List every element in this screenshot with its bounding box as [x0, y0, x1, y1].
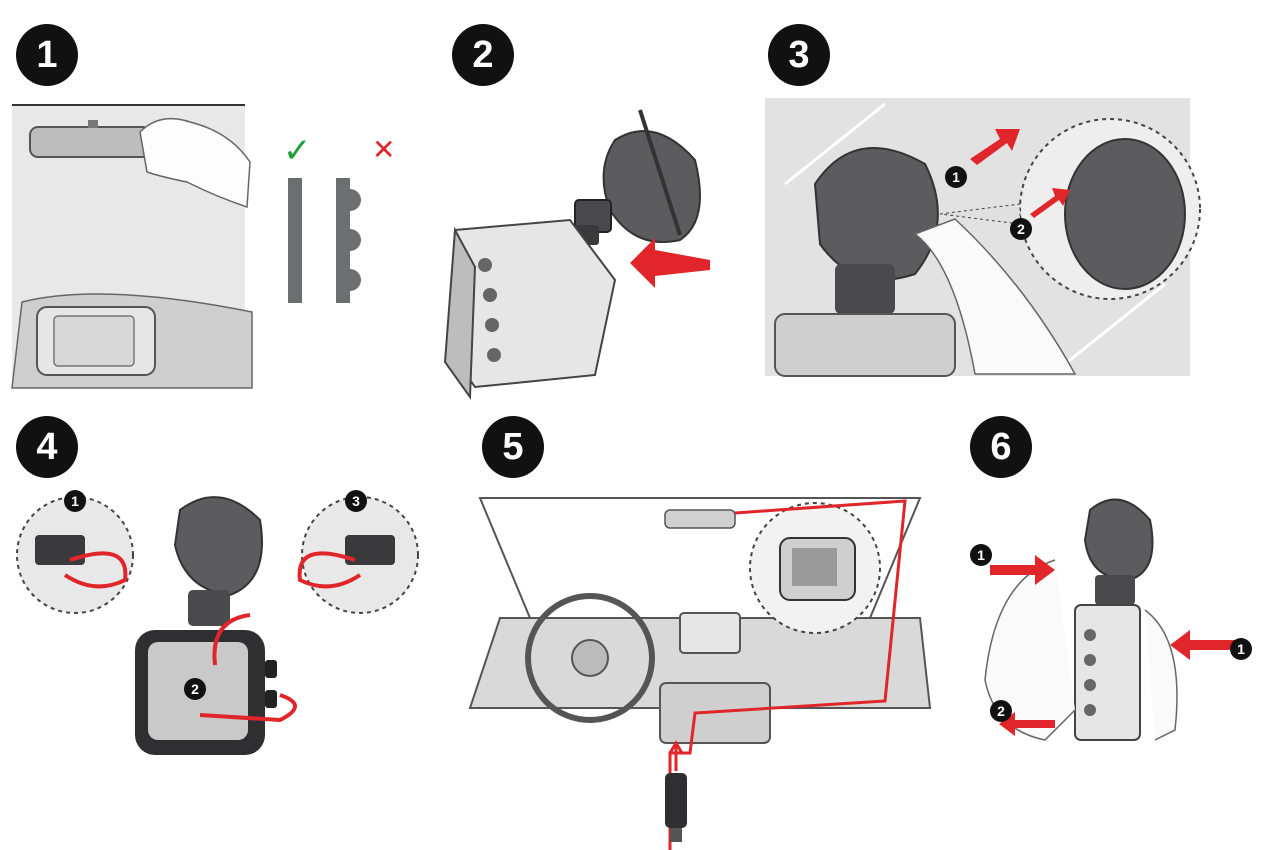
- step-6-badge: 6: [970, 416, 1032, 478]
- step-3-panel: 3 1 2: [750, 0, 1262, 400]
- power-cable: [668, 499, 907, 850]
- step-5-badge: 5: [482, 416, 544, 478]
- pull-arrow: [999, 712, 1055, 736]
- step-4-sub-badge-3: 3: [345, 490, 367, 512]
- step-6-sub-badge-2: 2: [990, 700, 1012, 722]
- press-arrow-1: [970, 129, 1020, 165]
- step-4-badge: 4: [16, 416, 78, 478]
- car-cabling-illustration: [468, 497, 932, 850]
- ball-joint-illustration: [16, 496, 419, 755]
- rear-mirror: [29, 126, 151, 158]
- wrong-mark: ✕: [372, 133, 396, 166]
- surface-comparison-icon: [288, 178, 361, 303]
- press-arrow-2: [1030, 188, 1070, 218]
- step-2-panel: 2: [420, 0, 750, 400]
- step-3-badge: 3: [768, 24, 830, 86]
- correct-mark: ✓: [283, 131, 312, 171]
- squeeze-arrow-right: [1170, 630, 1235, 660]
- step-4-sub-badge-2: 2: [184, 678, 206, 700]
- push-arrow: [630, 238, 710, 288]
- step-6-panel: 6 1 1 2: [930, 400, 1262, 848]
- squeeze-arrow-left: [990, 555, 1055, 585]
- step-6-sub-badge-1a: 1: [970, 544, 992, 566]
- steering-wheel: [525, 593, 655, 723]
- car-charger: [665, 773, 687, 842]
- step-3-sub-badge-2: 2: [1010, 218, 1032, 240]
- dashcam-body: [443, 218, 617, 400]
- step-1-panel: 1 ✓ ✕: [0, 0, 420, 400]
- step-4-sub-badge-1: 1: [64, 490, 86, 512]
- step-1-badge: 1: [16, 24, 78, 86]
- mount-removal-illustration: [984, 498, 1235, 741]
- step-5-panel: 5: [430, 400, 932, 850]
- step-2-badge: 2: [452, 24, 514, 86]
- step-3-sub-badge-1: 1: [945, 166, 967, 188]
- suction-cup-mount: [555, 109, 701, 245]
- windshield-press-illustration: [765, 98, 1201, 377]
- step-6-sub-badge-1b: 1: [1230, 638, 1252, 660]
- step-4-panel: 4 1 2 3: [0, 400, 430, 848]
- windshield-cleaning-illustration: [11, 104, 253, 389]
- mount-attach-illustration: [443, 109, 710, 400]
- dashcam-rear-view: [135, 496, 297, 755]
